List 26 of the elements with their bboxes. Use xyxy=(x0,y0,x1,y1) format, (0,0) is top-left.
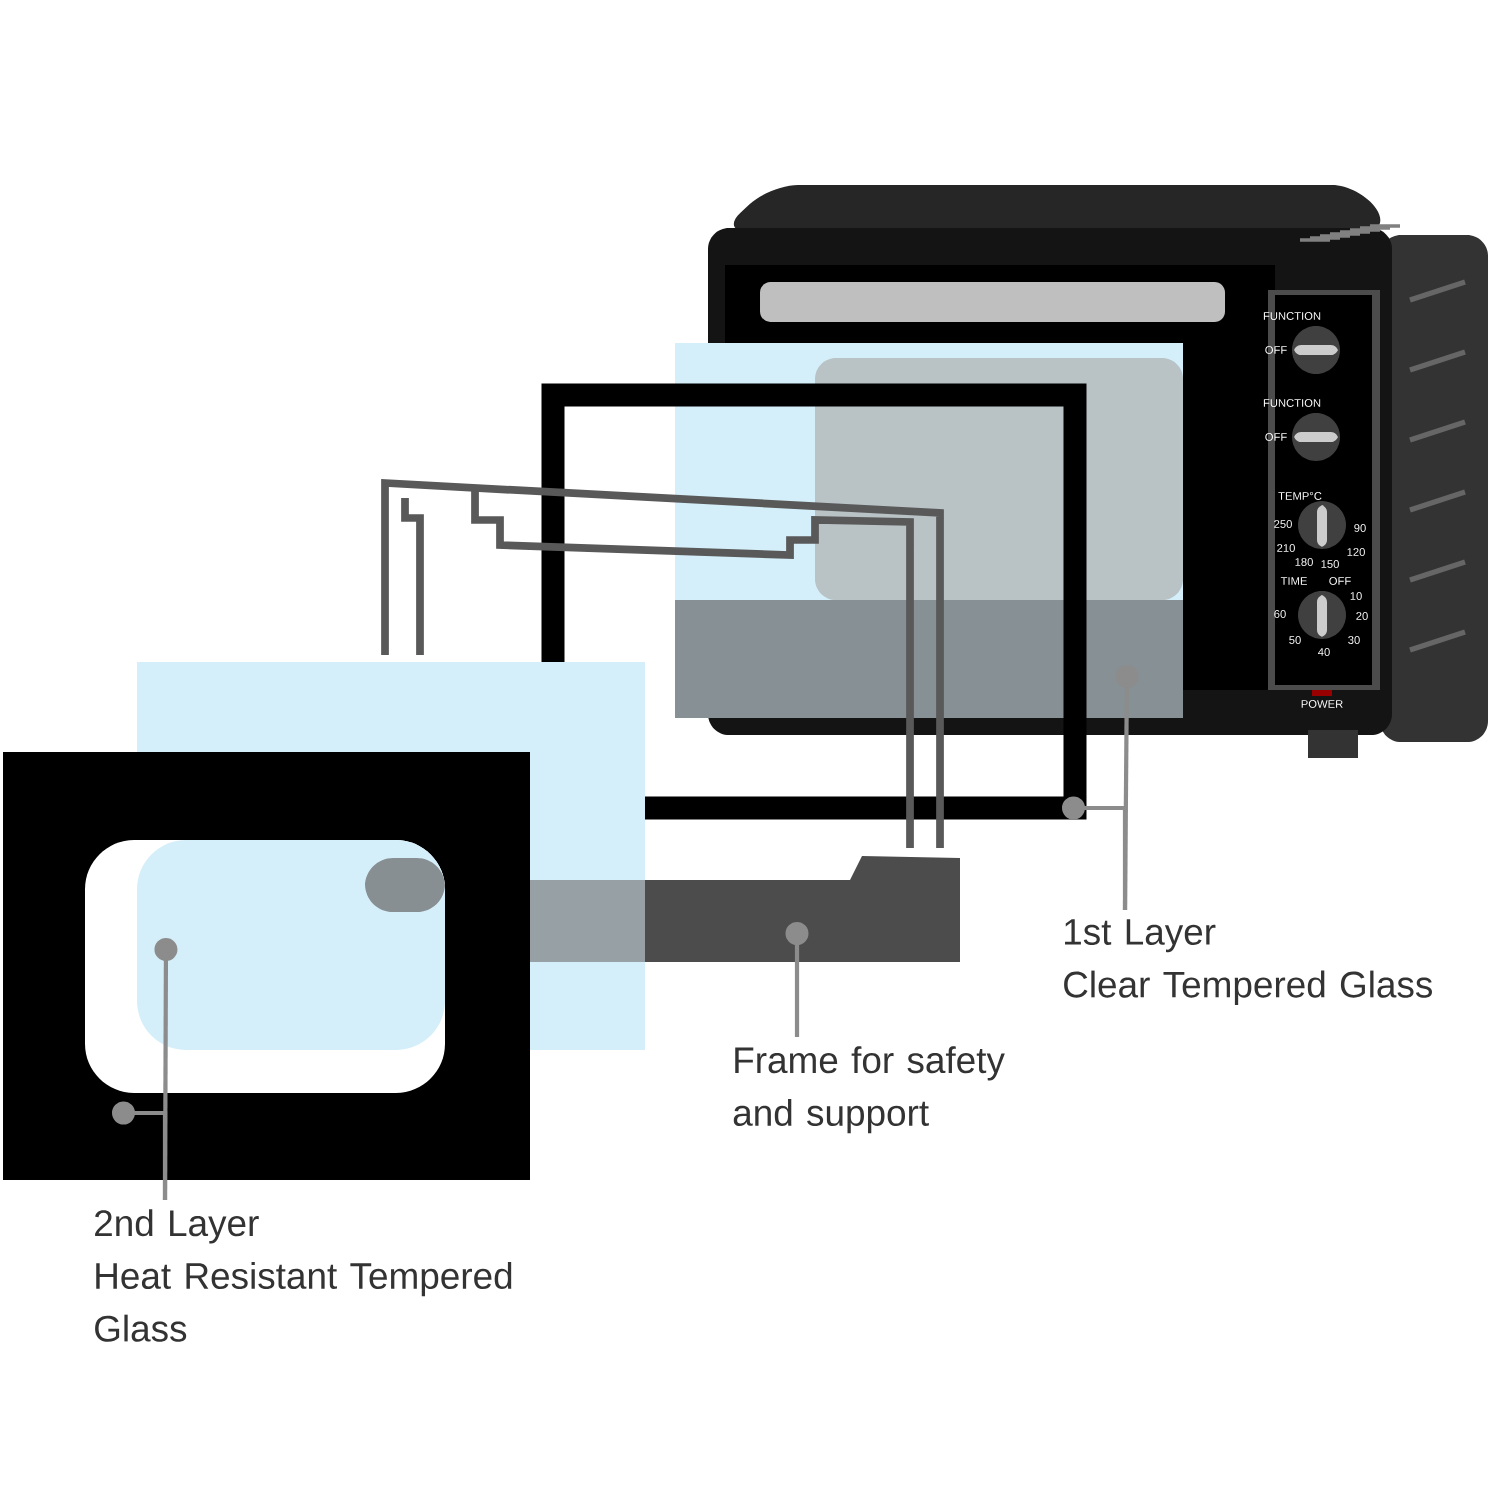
knob-label: 150 xyxy=(1321,560,1339,568)
knob-label: 120 xyxy=(1347,548,1365,556)
knob-label: OFF xyxy=(1265,433,1287,441)
knob-label: TIME xyxy=(1280,577,1307,585)
knob-label: FUNCTION xyxy=(1263,312,1321,320)
knob-label: 50 xyxy=(1289,636,1301,644)
knob-label: OFF xyxy=(1329,577,1351,585)
knob-label: 210 xyxy=(1277,544,1295,552)
knob-label: 90 xyxy=(1354,524,1366,532)
knob-label: 40 xyxy=(1318,648,1330,656)
knob-label: 30 xyxy=(1348,636,1360,644)
knob-label: 180 xyxy=(1295,558,1313,566)
callout-text: Frame for safety and support xyxy=(733,1046,1005,1134)
leader-line xyxy=(1062,796,1128,910)
knob-label: OFF xyxy=(1265,346,1287,354)
knob-label: TEMP°C xyxy=(1278,492,1322,500)
leader-line xyxy=(785,922,809,1037)
knob-label: 250 xyxy=(1274,520,1292,528)
knob-label: FUNCTION xyxy=(1263,399,1321,407)
knob-label: 20 xyxy=(1356,612,1368,620)
knob-label: POWER xyxy=(1301,700,1343,708)
knob-label: 10 xyxy=(1350,592,1362,600)
knob-label: 60 xyxy=(1274,610,1286,618)
callout-text: 1st Layer Clear Tempered Glass xyxy=(1064,919,1432,1005)
callout-text: 2nd Layer Heat Resistant Tempered Glass xyxy=(95,1209,512,1342)
leader-line xyxy=(112,1101,168,1200)
